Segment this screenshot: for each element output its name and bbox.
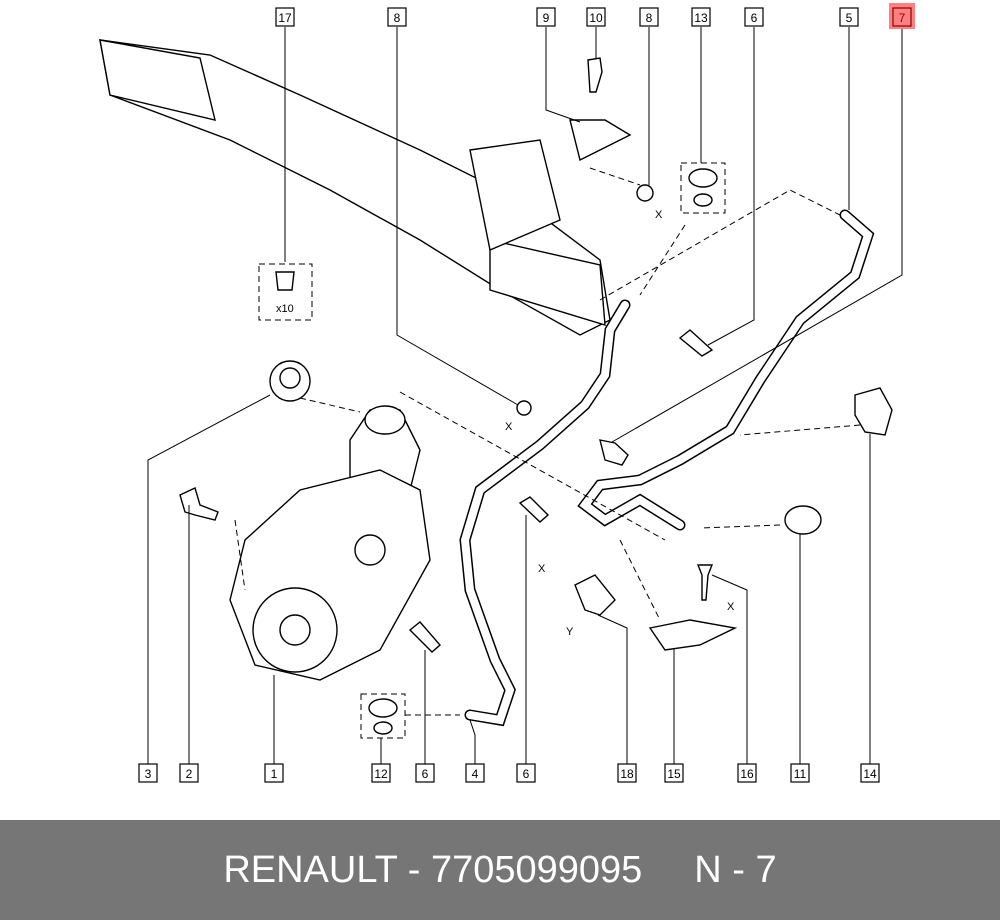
axis-x-label: X	[655, 209, 663, 221]
o-ring-12a	[368, 698, 398, 718]
bolt-6a	[408, 621, 441, 653]
high-pressure-hose	[459, 299, 631, 727]
svg-text:13: 13	[694, 11, 708, 25]
callout-8[interactable]: 8	[387, 7, 407, 27]
axis-x-label: X	[538, 563, 546, 575]
svg-text:5: 5	[846, 11, 853, 25]
clamp-11	[784, 505, 822, 535]
callout-6[interactable]: 6	[516, 763, 536, 783]
svg-text:9: 9	[543, 11, 550, 25]
steering-rack	[99, 39, 611, 336]
bolt-16	[696, 564, 714, 601]
callout-11[interactable]: 11	[790, 763, 810, 783]
callout-4[interactable]: 4	[465, 763, 485, 783]
seal-kit-13	[680, 162, 726, 214]
svg-text:16: 16	[740, 767, 754, 781]
pump-hub	[279, 614, 311, 646]
svg-text:18: 18	[620, 767, 634, 781]
callout-18[interactable]: 18	[617, 763, 637, 783]
svg-text:1: 1	[271, 767, 278, 781]
svg-text:3: 3	[145, 767, 152, 781]
bolt-10	[587, 57, 603, 93]
bracket-9	[569, 119, 632, 162]
callout-10[interactable]: 10	[586, 7, 606, 27]
parts-diagram: x10 X X X X Y	[99, 3, 915, 783]
callout-17[interactable]: 17	[275, 7, 295, 27]
nut-8b	[516, 400, 532, 416]
reservoir-lid	[364, 405, 406, 435]
footer-banner: RENAULT - 7705099095 N - 7	[0, 820, 1000, 920]
o-ring-13b	[693, 193, 713, 207]
reservoir-cap-center	[279, 367, 301, 389]
svg-text:6: 6	[422, 767, 429, 781]
axis-x-label: X	[727, 601, 735, 613]
axis-y-label: Y	[566, 626, 574, 638]
o-ring-12b	[373, 721, 393, 735]
axis-x-label: X	[505, 421, 513, 433]
pump-fitting	[354, 534, 386, 566]
callout-8[interactable]: 8	[639, 7, 659, 27]
callout-16[interactable]: 16	[737, 763, 757, 783]
leader-lines	[147, 27, 903, 764]
bolt-6b	[518, 496, 550, 523]
callout-2[interactable]: 2	[179, 763, 199, 783]
callout-15[interactable]: 15	[664, 763, 684, 783]
svg-text:12: 12	[374, 767, 388, 781]
seal-kit-17	[258, 263, 313, 321]
svg-text:17: 17	[278, 11, 292, 25]
callout-12[interactable]: 12	[371, 763, 391, 783]
callout-5[interactable]: 5	[839, 7, 859, 27]
seal-17	[275, 271, 295, 291]
svg-text:2: 2	[186, 767, 193, 781]
svg-text:8: 8	[394, 11, 401, 25]
callout-6[interactable]: 6	[415, 763, 435, 783]
bolt-2	[179, 487, 219, 521]
mount-7	[599, 439, 629, 466]
svg-text:7: 7	[899, 11, 906, 25]
bracket-15	[648, 619, 738, 651]
nut-8a	[636, 184, 654, 202]
bolt-6c	[678, 329, 714, 357]
return-hose	[577, 209, 875, 531]
clip-18	[574, 574, 616, 616]
svg-text:4: 4	[472, 767, 479, 781]
o-ring-13a	[688, 168, 718, 188]
clip-14	[854, 387, 893, 436]
callout-14[interactable]: 14	[860, 763, 880, 783]
callout-9[interactable]: 9	[536, 7, 556, 27]
position-reference: N - 7	[694, 848, 777, 891]
quantity-label: x10	[276, 303, 294, 315]
part-reference: RENAULT - 7705099095	[223, 848, 643, 891]
svg-text:15: 15	[667, 767, 681, 781]
callout-7-highlighted[interactable]: 7	[892, 7, 912, 27]
svg-text:11: 11	[794, 767, 807, 781]
callout-3[interactable]: 3	[138, 763, 158, 783]
callout-6[interactable]: 6	[744, 7, 764, 27]
svg-text:14: 14	[863, 767, 877, 781]
callout-1[interactable]: 1	[264, 763, 284, 783]
svg-text:8: 8	[646, 11, 653, 25]
svg-text:6: 6	[751, 11, 758, 25]
seal-kit-12	[360, 693, 406, 739]
svg-text:10: 10	[589, 11, 603, 25]
callout-13[interactable]: 13	[691, 7, 711, 27]
svg-text:6: 6	[523, 767, 530, 781]
